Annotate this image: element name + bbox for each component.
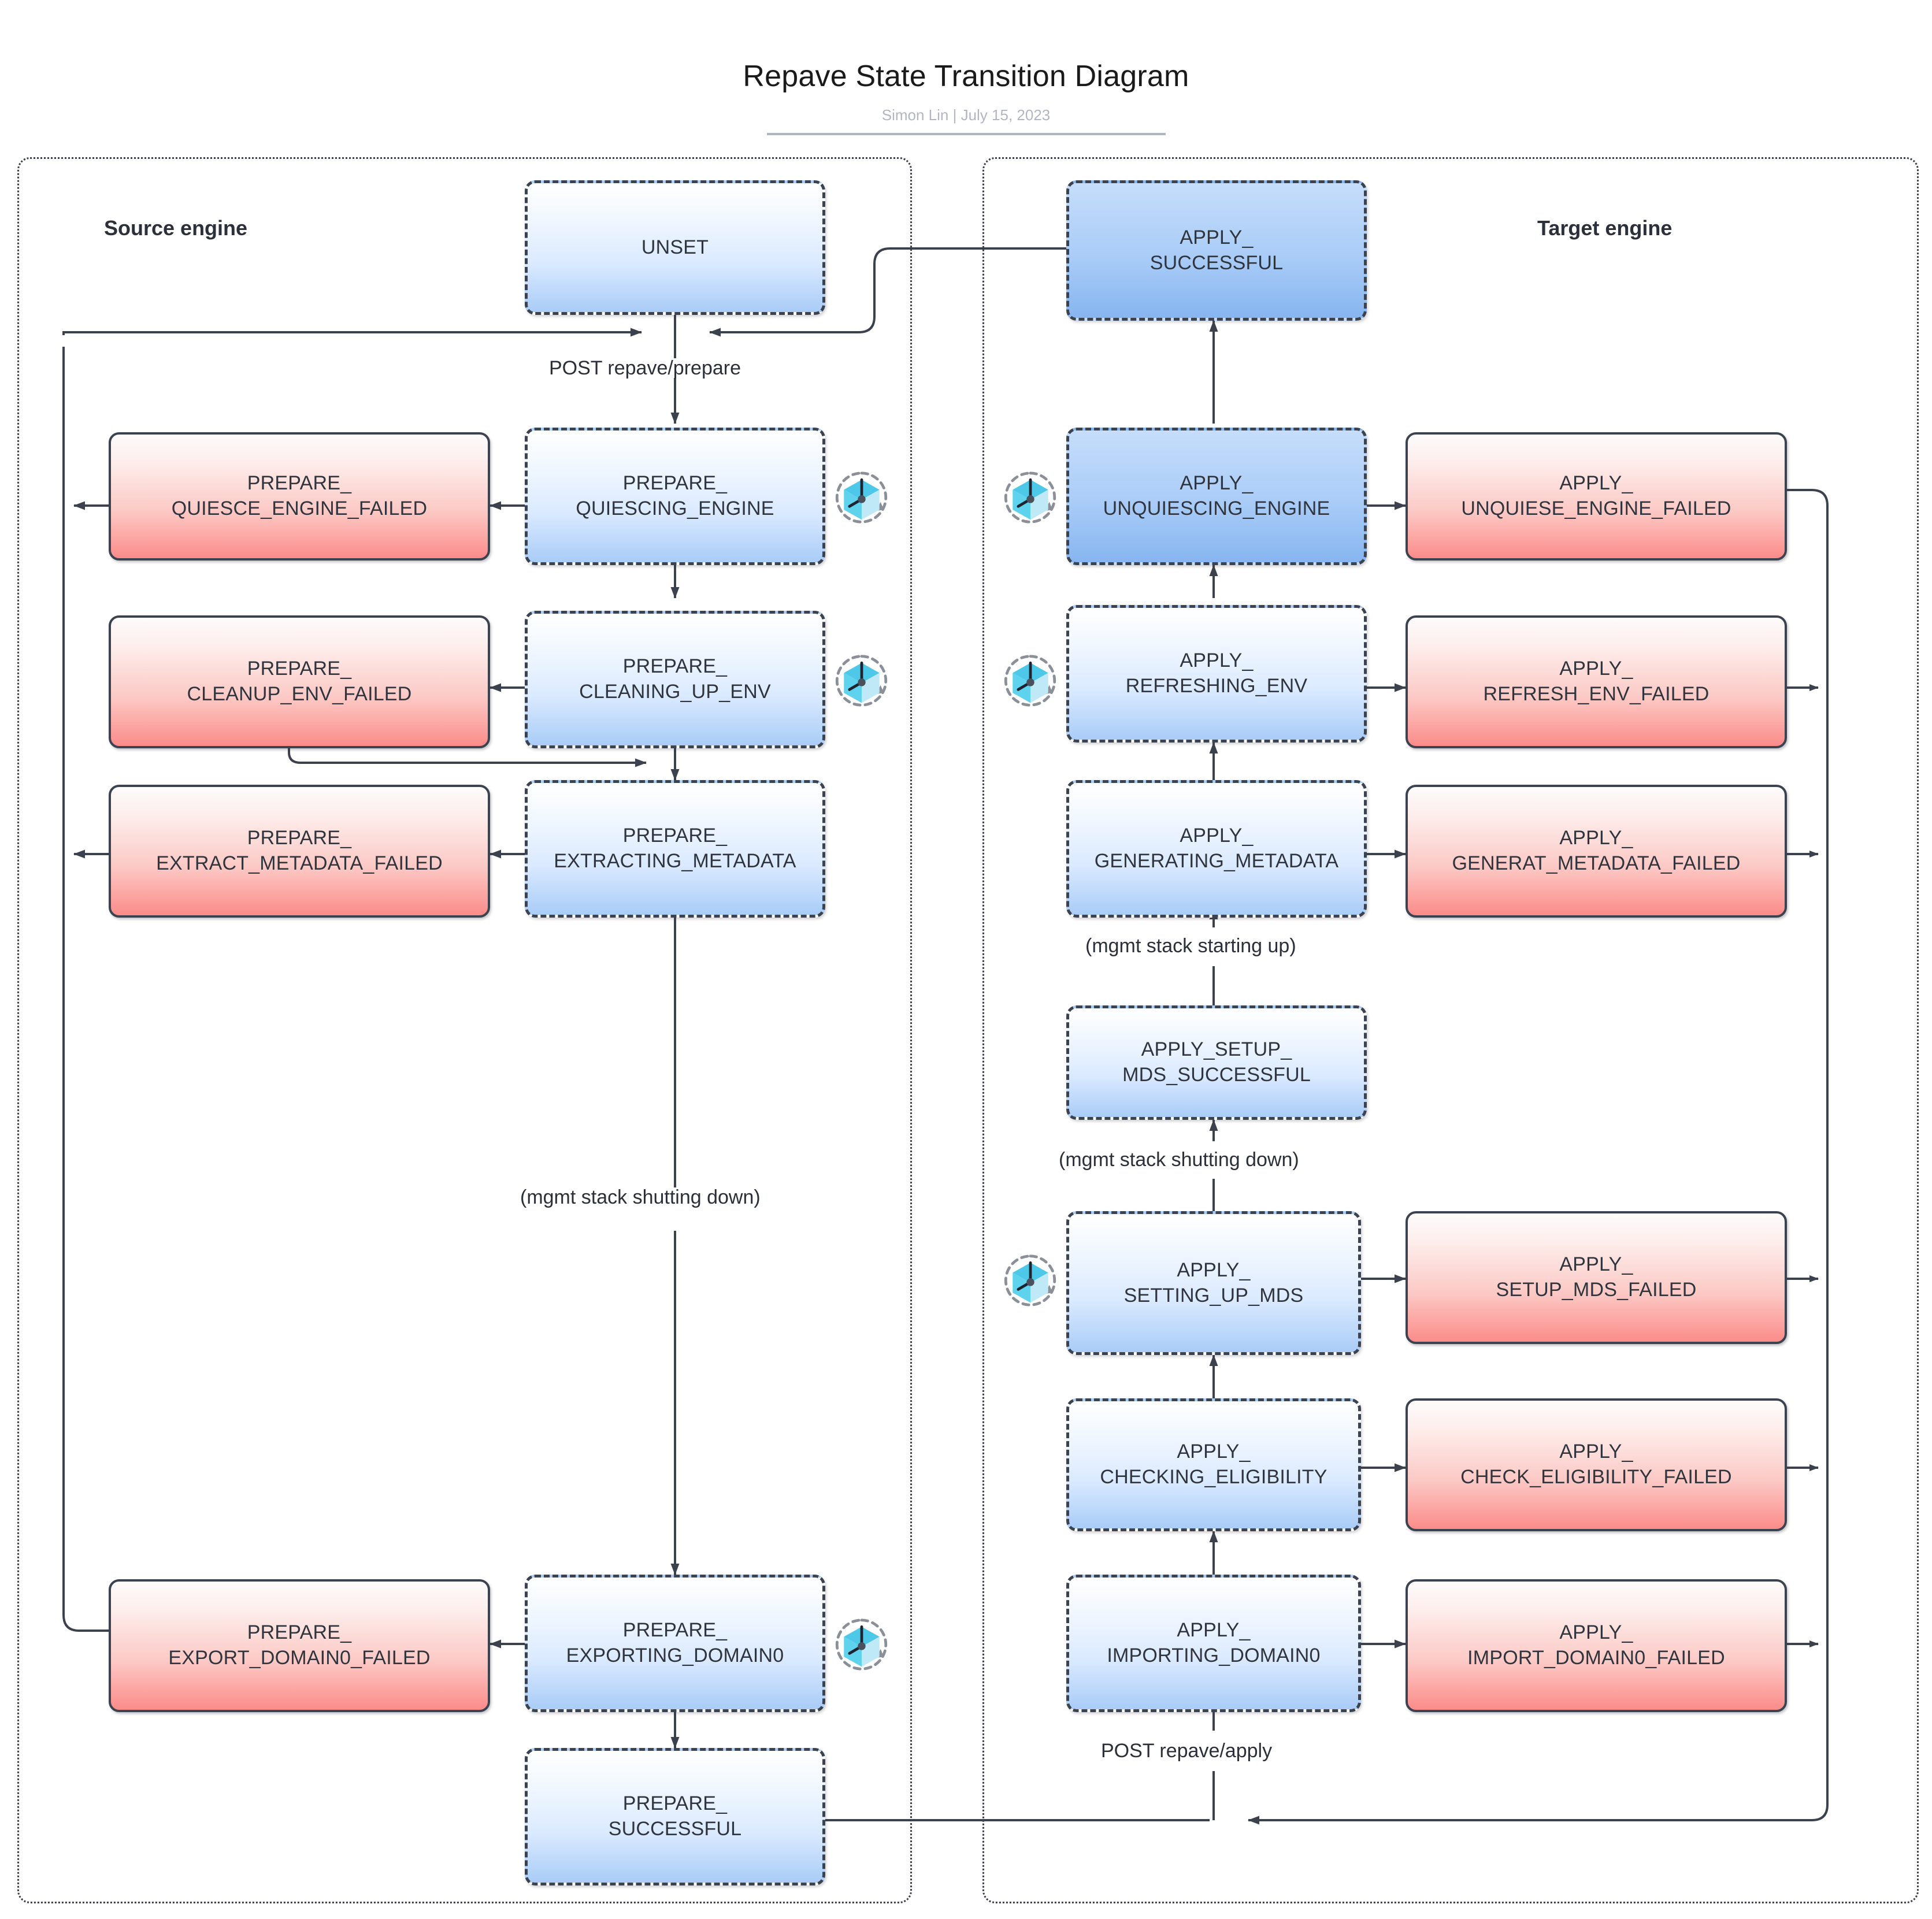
diagram-header: Repave State Transition Diagram Simon Li… (0, 0, 1932, 135)
timer-cube-icon (834, 1617, 889, 1672)
state-apply-unquiescing-engine[interactable]: APPLY_ UNQUIESCING_ENGINE (1066, 428, 1367, 565)
state-prepare-quiescing-engine[interactable]: PREPARE_ QUIESCING_ENGINE (525, 428, 825, 565)
state-apply-successful[interactable]: APPLY_ SUCCESSFUL (1066, 180, 1367, 321)
state-apply-setup-mds-failed[interactable]: APPLY_ SETUP_MDS_FAILED (1406, 1211, 1787, 1344)
edge-label-mgmt-shutting-down-target: (mgmt stack shutting down) (1053, 1150, 1305, 1170)
edge-label-post-repave-prepare: POST repave/prepare (543, 358, 747, 378)
state-apply-generat-metadata-failed[interactable]: APPLY_ GENERAT_METADATA_FAILED (1406, 785, 1787, 918)
state-apply-checking-eligibility[interactable]: APPLY_ CHECKING_ELIGIBILITY (1066, 1398, 1361, 1531)
edge-label-mgmt-shutting-down-source: (mgmt stack shutting down) (514, 1187, 766, 1207)
state-prepare-cleanup-env-failed[interactable]: PREPARE_ CLEANUP_ENV_FAILED (109, 615, 490, 748)
lane-target-engine (982, 157, 1919, 1903)
state-apply-refresh-env-failed[interactable]: APPLY_ REFRESH_ENV_FAILED (1406, 615, 1787, 748)
state-apply-import-domain0-failed[interactable]: APPLY_ IMPORT_DOMAIN0_FAILED (1406, 1579, 1787, 1712)
state-apply-setting-up-mds[interactable]: APPLY_ SETTING_UP_MDS (1066, 1211, 1361, 1355)
state-prepare-quiesce-engine-failed[interactable]: PREPARE_ QUIESCE_ENGINE_FAILED (109, 432, 490, 561)
state-apply-generating-metadata[interactable]: APPLY_ GENERATING_METADATA (1066, 780, 1367, 918)
lane-source-engine (17, 157, 912, 1903)
lane-title-target: Target engine (1537, 216, 1673, 240)
page-title: Repave State Transition Diagram (743, 60, 1189, 93)
edge-label-post-repave-apply: POST repave/apply (1095, 1741, 1278, 1761)
state-prepare-extract-metadata-failed[interactable]: PREPARE_ EXTRACT_METADATA_FAILED (109, 785, 490, 918)
timer-cube-icon (834, 653, 889, 708)
timer-cube-icon (1003, 1253, 1058, 1308)
timer-cube-icon (834, 470, 889, 525)
lane-title-source: Source engine (104, 216, 248, 240)
state-prepare-export-domain0-failed[interactable]: PREPARE_ EXPORT_DOMAIN0_FAILED (109, 1579, 490, 1712)
edge-label-mgmt-starting-up-target: (mgmt stack starting up) (1080, 936, 1302, 956)
state-prepare-successful[interactable]: PREPARE_ SUCCESSFUL (525, 1748, 825, 1885)
state-apply-setup-mds-successful[interactable]: APPLY_SETUP_ MDS_SUCCESSFUL (1066, 1005, 1367, 1120)
state-apply-unquiese-engine-failed[interactable]: APPLY_ UNQUIESE_ENGINE_FAILED (1406, 432, 1787, 561)
author-date-subtitle: Simon Lin | July 15, 2023 (881, 106, 1051, 124)
state-apply-importing-domain0[interactable]: APPLY_ IMPORTING_DOMAIN0 (1066, 1575, 1361, 1712)
state-prepare-extracting-metadata[interactable]: PREPARE_ EXTRACTING_METADATA (525, 780, 825, 918)
timer-cube-icon (1003, 470, 1058, 525)
state-prepare-cleaning-up-env[interactable]: PREPARE_ CLEANING_UP_ENV (525, 611, 825, 748)
state-apply-refreshing-env[interactable]: APPLY_ REFRESHING_ENV (1066, 605, 1367, 743)
timer-cube-icon (1003, 653, 1058, 708)
header-divider (766, 133, 1166, 135)
state-prepare-exporting-domain0[interactable]: PREPARE_ EXPORTING_DOMAIN0 (525, 1575, 825, 1712)
state-unset[interactable]: UNSET (525, 180, 825, 315)
state-apply-check-eligibility-failed[interactable]: APPLY_ CHECK_ELIGIBILITY_FAILED (1406, 1398, 1787, 1531)
